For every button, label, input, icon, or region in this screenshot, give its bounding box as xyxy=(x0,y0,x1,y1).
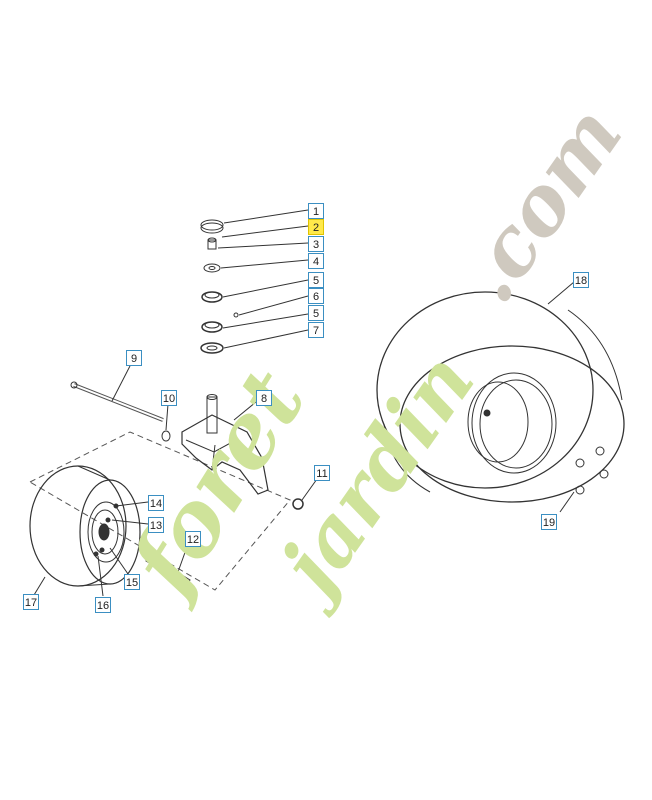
part-seal xyxy=(200,342,224,354)
callout-18[interactable]: 18 xyxy=(573,272,589,288)
callout-13[interactable]: 13 xyxy=(148,517,164,533)
part-bolt xyxy=(207,239,217,250)
callout-2[interactable]: 2 xyxy=(308,219,324,235)
large-tire xyxy=(376,291,625,503)
callout-12[interactable]: 12 xyxy=(185,531,201,547)
caster-wheel xyxy=(29,465,141,587)
part-grease-fitting xyxy=(233,312,239,318)
callout-5[interactable]: 5 xyxy=(308,272,324,288)
callout-15[interactable]: 15 xyxy=(124,574,140,590)
callout-9[interactable]: 9 xyxy=(126,350,142,366)
callout-5-second[interactable]: 5 xyxy=(308,305,324,321)
lug-nuts xyxy=(575,446,609,495)
part-locknut xyxy=(292,498,304,510)
part-washer xyxy=(203,263,221,273)
part-spacer-washer xyxy=(161,430,171,442)
part-axle-sleeve xyxy=(145,554,191,587)
callout-6[interactable]: 6 xyxy=(308,288,324,304)
callout-14[interactable]: 14 xyxy=(148,495,164,511)
callout-19[interactable]: 19 xyxy=(541,514,557,530)
callout-1[interactable]: 1 xyxy=(308,203,324,219)
callout-7[interactable]: 7 xyxy=(308,322,324,338)
callout-11[interactable]: 11 xyxy=(314,465,330,481)
part-bearing-lower xyxy=(201,321,223,333)
callout-4[interactable]: 4 xyxy=(308,253,324,269)
callout-10[interactable]: 10 xyxy=(161,390,177,406)
part-bearing-upper xyxy=(201,291,223,303)
assembly-frame xyxy=(29,431,291,591)
callout-3[interactable]: 3 xyxy=(308,236,324,252)
callout-16[interactable]: 16 xyxy=(95,597,111,613)
part-caster-yoke xyxy=(181,414,269,495)
callout-8[interactable]: 8 xyxy=(256,390,272,406)
callout-17[interactable]: 17 xyxy=(23,594,39,610)
part-dust-cap xyxy=(200,219,224,231)
